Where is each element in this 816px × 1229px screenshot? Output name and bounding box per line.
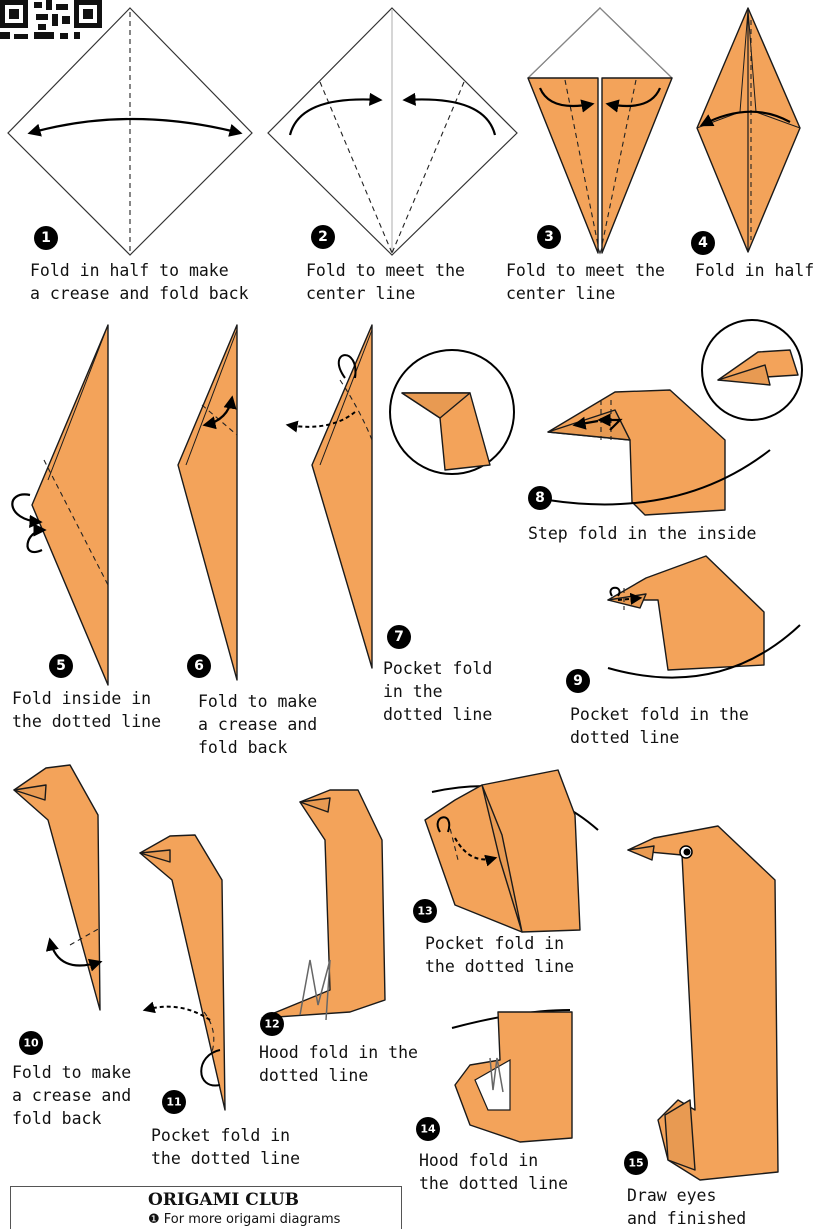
step-15-badge: 15 xyxy=(624,1151,648,1175)
step-2-figure xyxy=(268,8,517,255)
step-13-badge: 13 xyxy=(413,899,437,923)
step-1-badge: 1 xyxy=(34,226,58,250)
svg-text:3: 3 xyxy=(544,229,554,245)
svg-text:15: 15 xyxy=(628,1157,643,1170)
svg-text:10: 10 xyxy=(23,1037,39,1050)
step-13-figure xyxy=(425,770,598,932)
step-10-figure xyxy=(14,765,100,1010)
step-8-badge: 8 xyxy=(528,486,552,510)
svg-text:5: 5 xyxy=(56,658,66,674)
step-13-caption: Pocket fold in the dotted line xyxy=(425,932,574,978)
svg-text:8: 8 xyxy=(535,490,545,506)
step-12-figure xyxy=(262,790,385,1020)
step-9-badge: 9 xyxy=(566,669,590,693)
svg-text:6: 6 xyxy=(194,658,204,674)
step-4-badge: 4 xyxy=(691,231,715,255)
step-4-caption: Fold in half xyxy=(695,259,814,282)
step-12-badge: 12 xyxy=(260,1012,284,1036)
step-6-figure xyxy=(178,325,237,680)
svg-text:13: 13 xyxy=(417,905,432,918)
step-7-figure xyxy=(288,325,514,668)
step-11-badge: 11 xyxy=(162,1090,186,1114)
step-6-caption: Fold to make a crease and fold back xyxy=(198,690,317,759)
bullet-icon: ❶ xyxy=(148,1212,160,1227)
step-9-caption: Pocket fold in the dotted line xyxy=(570,703,749,749)
step-11-caption: Pocket fold in the dotted line xyxy=(151,1124,300,1170)
step-4-figure xyxy=(697,8,800,252)
step-14-badge: 14 xyxy=(416,1117,440,1141)
svg-text:7: 7 xyxy=(394,629,404,645)
svg-text:11: 11 xyxy=(166,1096,181,1109)
step-5-badge: 5 xyxy=(49,654,73,678)
step-8-caption: Step fold in the inside xyxy=(528,522,756,545)
qr-code-icon xyxy=(0,0,102,39)
step-14-figure xyxy=(452,1010,572,1142)
step-5-caption: Fold inside in the dotted line xyxy=(12,687,161,733)
svg-text:12: 12 xyxy=(264,1018,279,1031)
step-1-figure xyxy=(8,8,252,255)
step-2-caption: Fold to meet the center line xyxy=(306,259,465,305)
step-12-caption: Hood fold in the dotted line xyxy=(259,1041,418,1087)
step-10-badge: 10 xyxy=(19,1031,43,1055)
step-5-figure xyxy=(12,325,108,685)
svg-text:14: 14 xyxy=(420,1123,436,1136)
origami-club-tagline-text: For more origami diagrams xyxy=(164,1212,341,1227)
step-6-badge: 6 xyxy=(187,654,211,678)
svg-text:2: 2 xyxy=(318,229,328,245)
origami-club-tagline: ❶ For more origami diagrams xyxy=(148,1212,340,1227)
step-3-caption: Fold to meet the center line xyxy=(506,259,665,305)
step-7-badge: 7 xyxy=(387,625,411,649)
svg-text:4: 4 xyxy=(698,235,708,251)
step-8-figure xyxy=(548,320,802,515)
step-14-caption: Hood fold in the dotted line xyxy=(419,1149,568,1195)
step-10-caption: Fold to make a crease and fold back xyxy=(12,1061,131,1130)
step-1-caption: Fold in half to make a crease and fold b… xyxy=(30,259,249,305)
step-3-badge: 3 xyxy=(537,225,561,249)
step-11-figure xyxy=(140,835,225,1110)
step-15-figure xyxy=(628,826,778,1180)
step-9-figure xyxy=(608,556,800,678)
svg-text:1: 1 xyxy=(41,230,51,246)
step-15-caption: Draw eyes and finished xyxy=(627,1184,746,1229)
svg-text:9: 9 xyxy=(573,673,583,689)
step-2-badge: 2 xyxy=(311,225,335,249)
step-7-caption: Pocket fold in the dotted line xyxy=(383,657,492,726)
origami-club-title[interactable]: ORIGAMI CLUB xyxy=(148,1190,299,1210)
step-3-figure xyxy=(528,8,672,253)
